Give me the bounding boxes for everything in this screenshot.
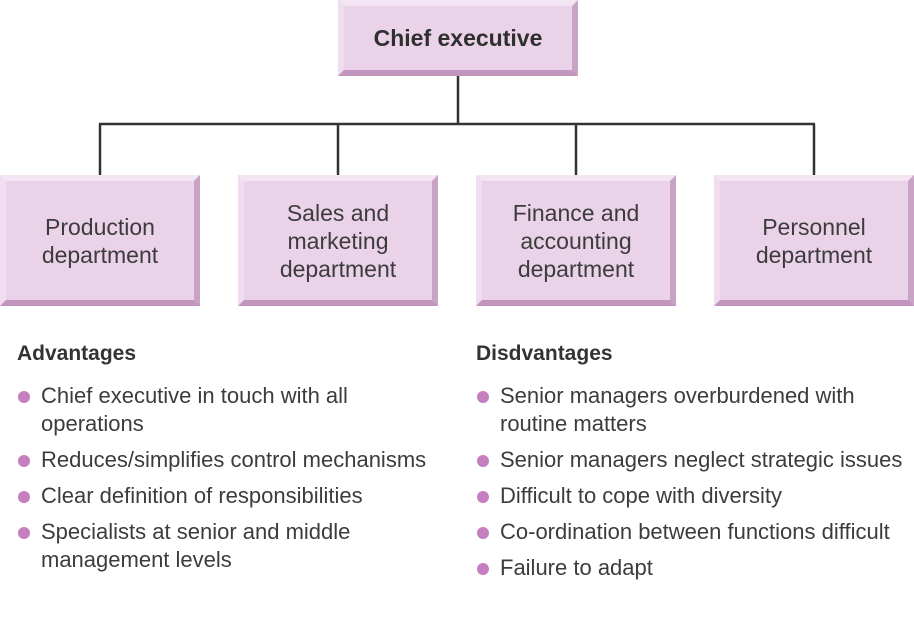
- bullet-icon: [18, 391, 30, 403]
- advantage-text: Clear definition of responsibilities: [41, 483, 363, 508]
- list-item: Senior managers overburdened with routin…: [476, 382, 906, 438]
- bullet-icon: [18, 527, 30, 539]
- sales-marketing-department-label: Sales and marketing department: [279, 199, 397, 282]
- chief-executive-label: Chief executive: [373, 25, 543, 51]
- list-item: Failure to adapt: [476, 554, 906, 582]
- advantages-list: Chief executive in touch with all operat…: [17, 382, 437, 582]
- bullet-icon: [18, 455, 30, 467]
- advantage-text: Chief executive in touch with all operat…: [41, 383, 348, 436]
- production-department-label: Production department: [41, 213, 159, 268]
- bullet-icon: [477, 527, 489, 539]
- disadvantage-text: Senior managers neglect strategic issues: [500, 447, 903, 472]
- advantages-heading: Advantages: [17, 342, 137, 365]
- disadvantage-text: Co-ordination between functions difficul…: [500, 519, 890, 544]
- disadvantages-heading: Disdvantages: [476, 342, 613, 365]
- advantage-text: Specialists at senior and middle managem…: [41, 519, 351, 572]
- list-item: Specialists at senior and middle managem…: [17, 518, 437, 574]
- list-item: Senior managers neglect strategic issues: [476, 446, 906, 474]
- list-item: Reduces/simplifies control mechanisms: [17, 446, 437, 474]
- disadvantage-text: Difficult to cope with diversity: [500, 483, 783, 508]
- list-item: Clear definition of responsibilities: [17, 482, 437, 510]
- bullet-icon: [477, 491, 489, 503]
- bullet-icon: [477, 391, 489, 403]
- disadvantages-list: Senior managers overburdened with routin…: [476, 382, 906, 590]
- finance-accounting-department-label: Finance and accounting department: [512, 199, 640, 282]
- personnel-department-box: Personnel department: [714, 175, 914, 306]
- production-department-box: Production department: [0, 175, 200, 306]
- chief-executive-box: Chief executive: [338, 0, 578, 76]
- disadvantage-text: Senior managers overburdened with routin…: [500, 383, 855, 436]
- sales-marketing-department-box: Sales and marketing department: [238, 175, 438, 306]
- bullet-icon: [477, 563, 489, 575]
- personnel-department-label: Personnel department: [755, 213, 873, 268]
- finance-accounting-department-box: Finance and accounting department: [476, 175, 676, 306]
- bullet-icon: [18, 491, 30, 503]
- list-item: Co-ordination between functions difficul…: [476, 518, 906, 546]
- list-item: Difficult to cope with diversity: [476, 482, 906, 510]
- bullet-icon: [477, 455, 489, 467]
- list-item: Chief executive in touch with all operat…: [17, 382, 437, 438]
- advantage-text: Reduces/simplifies control mechanisms: [41, 447, 427, 472]
- disadvantage-text: Failure to adapt: [500, 555, 653, 580]
